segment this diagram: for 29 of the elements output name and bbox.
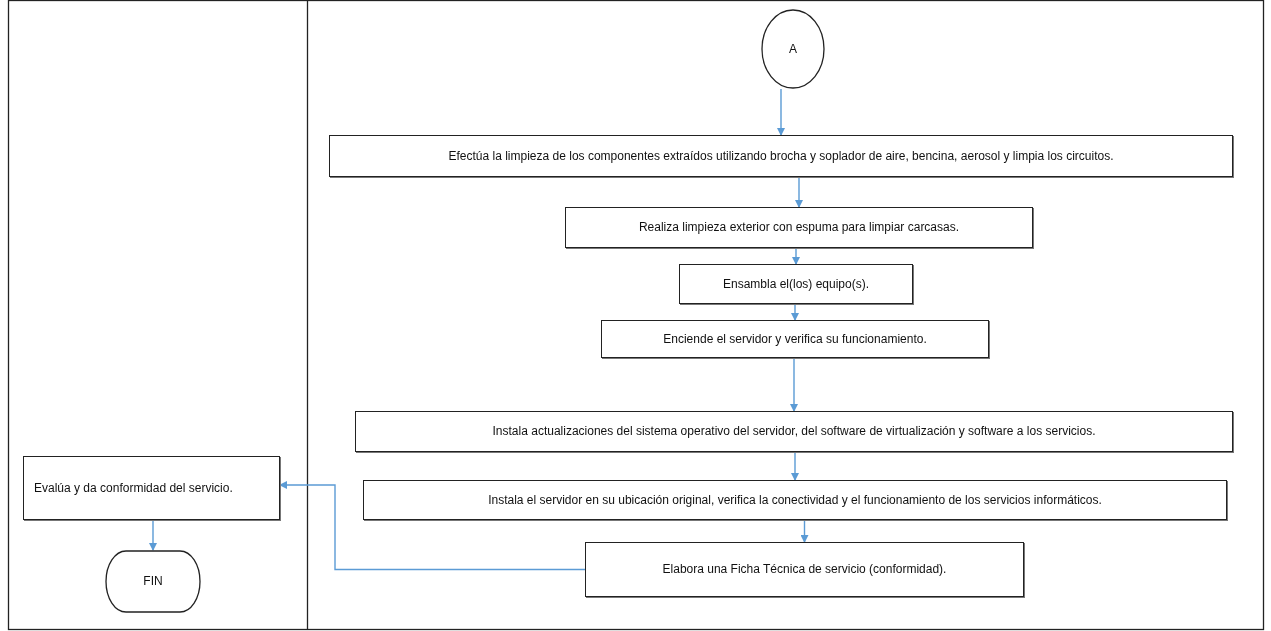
process-box <box>363 480 1227 520</box>
process-box <box>679 264 913 304</box>
arrow <box>790 357 798 412</box>
process-box <box>585 542 1024 597</box>
step-text: Efectúa la limpieza de los componentes extraídos utilizando brocha y soplador de aire, bencina, aerosol y limpia los circuitos. <box>448 148 1114 164</box>
step-text: Instala actualizaciones del sistema operativo del servidor, del software de virtualización y software a los servicios. <box>492 424 1096 439</box>
arrow <box>791 303 799 321</box>
step-text: Ensambla el(los) equipo(s). <box>722 276 870 292</box>
arrow <box>795 176 803 208</box>
process-box <box>565 207 1033 248</box>
arrow <box>791 451 799 481</box>
connector-circle <box>761 9 825 89</box>
arrow <box>149 519 157 551</box>
step-text: Realiza limpieza exterior con espuma para limpiar carcasas. <box>638 220 960 235</box>
arrow <box>792 247 800 265</box>
process-box <box>355 411 1233 452</box>
step-text: Enciende el servidor y verifica su funcionamiento. <box>663 331 927 347</box>
process-box <box>23 456 280 520</box>
step-text: Evalúa y da conformidad del servicio. <box>34 480 234 496</box>
step-text: FIN <box>143 574 163 589</box>
arrow <box>800 519 809 543</box>
step-text: Elabora una Ficha Técnica de servicio (conformidad). <box>662 562 947 577</box>
step-text: A <box>789 41 797 57</box>
step-text: Instala el servidor en su ubicación original, verifica la conectividad y el funcionamiento de los servicios informáticos. <box>488 492 1102 508</box>
process-box <box>601 320 989 358</box>
arrow <box>279 481 586 571</box>
process-box <box>329 135 1233 177</box>
arrow <box>777 88 785 136</box>
terminator-shape <box>105 550 201 613</box>
